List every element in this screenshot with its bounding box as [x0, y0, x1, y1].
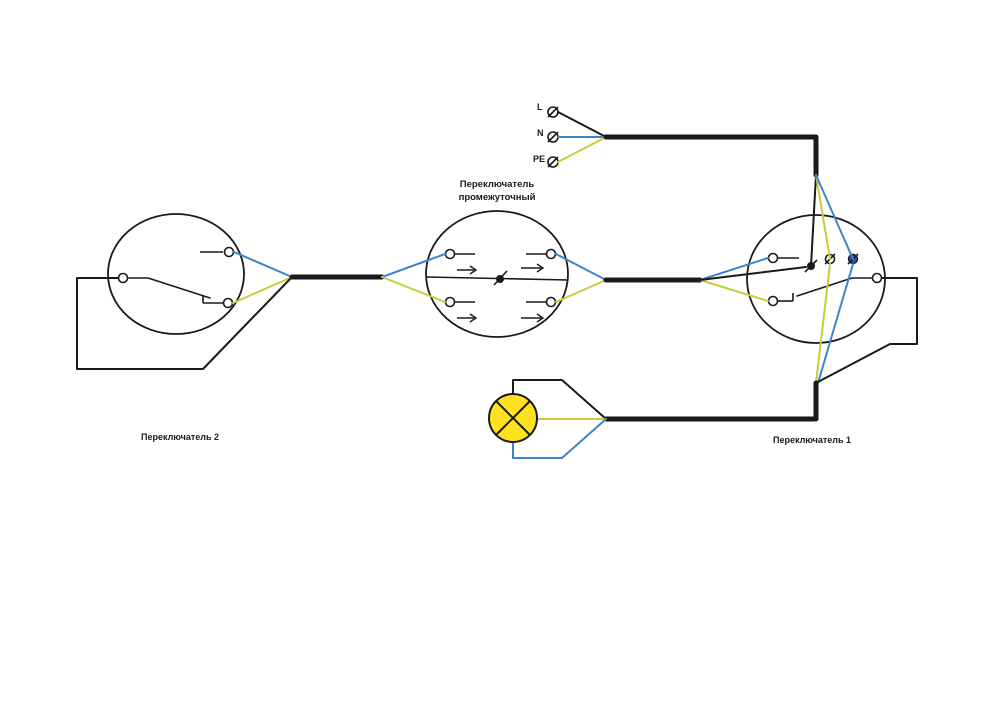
lamp-wire-neutral: [512, 418, 607, 459]
switch-1-supply-phase: [810, 174, 817, 267]
switch-1-label: Переключатель 1: [773, 435, 851, 445]
supply-label-n: N: [537, 128, 544, 138]
lamp: [488, 379, 607, 459]
arrow-right-icon: [521, 263, 545, 273]
switch-1-wire-in-yellow: [699, 279, 769, 302]
switch-2-terminal-common: [117, 272, 129, 284]
lamp-icon: [488, 393, 538, 443]
terminal-pe-icon: [547, 156, 559, 168]
switch-1-supply-earth: [815, 174, 831, 260]
switch-1-wire-in-blue: [699, 257, 769, 281]
intermediate-terminal-left-bottom: [444, 296, 456, 308]
supply-cable: [603, 134, 819, 178]
switch-2-wire-yellow: [232, 276, 293, 304]
supply-wire-pe: [557, 136, 607, 163]
switch-2-body: [107, 213, 245, 335]
intermediate-wire-left-blue: [381, 253, 446, 278]
switch-1-supply-neutral: [815, 174, 854, 260]
switch-1-lamp-neutral: [817, 263, 854, 384]
switch-1-contact-lever: [796, 277, 873, 297]
intermediate-terminal-right-top: [545, 248, 557, 260]
intermediate-wire-right-yellow: [555, 279, 607, 303]
switch-2-loop-wire: [76, 276, 293, 370]
supply-label-pe: PE: [533, 154, 545, 164]
supply-terminals: L N PE: [533, 102, 607, 168]
switch-2: [76, 213, 293, 370]
cable-switch1-lamp: [603, 380, 819, 422]
supply-wire-l: [557, 111, 607, 138]
terminal-n-icon: [547, 131, 559, 143]
switch-1-lamp-earth: [815, 263, 831, 384]
switch-2-contact-lever: [127, 277, 211, 299]
intermediate-wire-left-yellow: [381, 276, 446, 303]
switch-2-terminal-top: [223, 246, 235, 258]
intermediate-terminal-left-top: [444, 248, 456, 260]
switch-1-body: [746, 214, 886, 344]
intermediate-switch-label-line2: промежуточный: [459, 192, 536, 203]
switch-1-terminal-bottom: [767, 295, 779, 307]
arrow-right-icon: [457, 265, 478, 275]
intermediate-terminal-right-bottom: [545, 296, 557, 308]
switch-2-label: Переключатель 2: [141, 432, 219, 442]
arrow-right-icon: [457, 313, 478, 323]
terminal-l-icon: [547, 106, 559, 118]
switch-1-wire-in-black: [699, 266, 807, 281]
switch-1: [699, 174, 918, 384]
switch-1-terminal-common: [871, 272, 883, 284]
switch-1-loop-wire: [815, 277, 918, 384]
intermediate-switch: [381, 210, 607, 338]
lamp-wire-phase: [512, 379, 607, 420]
switch-2-terminal-bottom: [222, 297, 234, 309]
arrow-right-icon: [521, 313, 545, 323]
supply-label-l: L: [537, 102, 543, 112]
intermediate-switch-label-line1: Переключатель: [460, 179, 535, 190]
switch-1-terminal-top: [767, 252, 779, 264]
intermediate-switch-body: [425, 210, 569, 338]
switch-2-wire-blue: [233, 251, 293, 278]
intermediate-wire-right-blue: [555, 253, 607, 281]
